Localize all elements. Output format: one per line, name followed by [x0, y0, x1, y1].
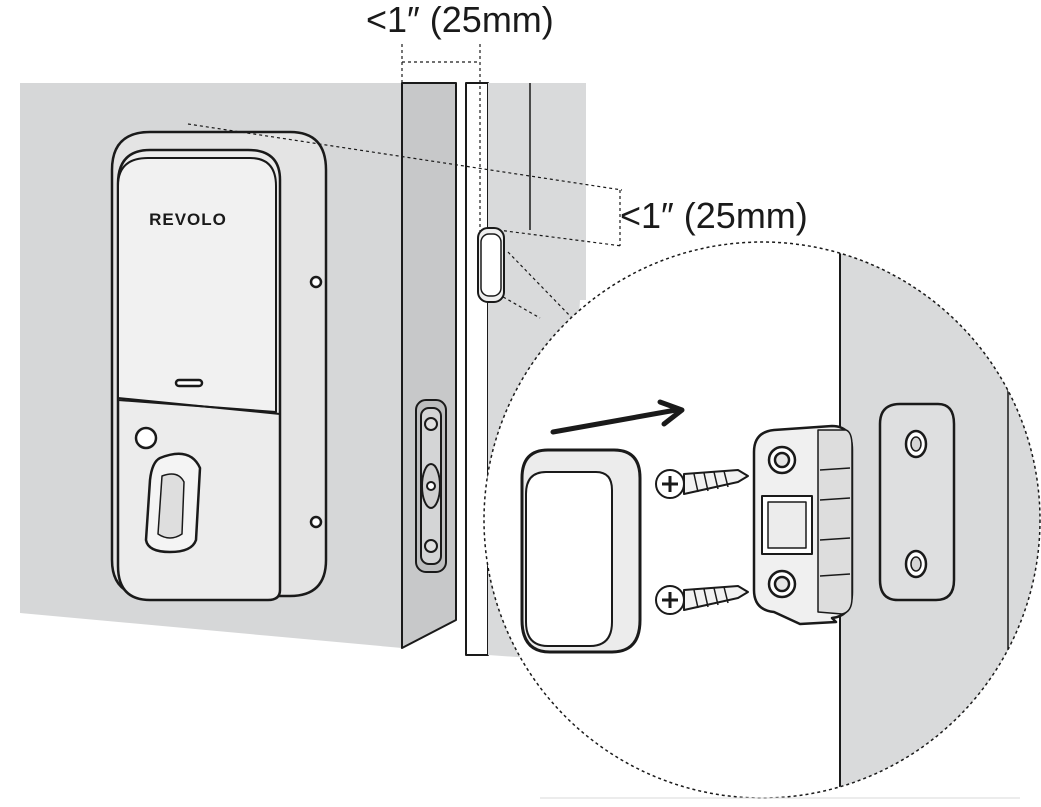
brand-logo: REVOLO: [149, 210, 227, 229]
screw-bottom: [655, 585, 749, 615]
touch-panel: [117, 157, 277, 413]
dimension-lines: [187, 44, 623, 319]
screw-icon: [424, 539, 438, 553]
offset-dimension-label: <1″ (25mm): [620, 195, 808, 236]
screw-top: [655, 469, 749, 499]
frame-face: [488, 83, 586, 300]
screw-icon: [424, 417, 438, 431]
sensor-base: [752, 424, 854, 626]
status-led: [174, 378, 204, 388]
screw-icon: [309, 515, 323, 529]
screw-icon: [309, 275, 323, 289]
lock-button: [134, 426, 158, 450]
smart-lock: [110, 130, 328, 602]
sensor-cover: [520, 448, 642, 654]
strike-plate: [415, 399, 447, 573]
door-sensor-mounted: [477, 227, 505, 303]
gap-dimension-label: <1″ (25mm): [366, 0, 554, 40]
adhesive-pad: [878, 402, 956, 602]
direction-arrow: [550, 399, 685, 435]
